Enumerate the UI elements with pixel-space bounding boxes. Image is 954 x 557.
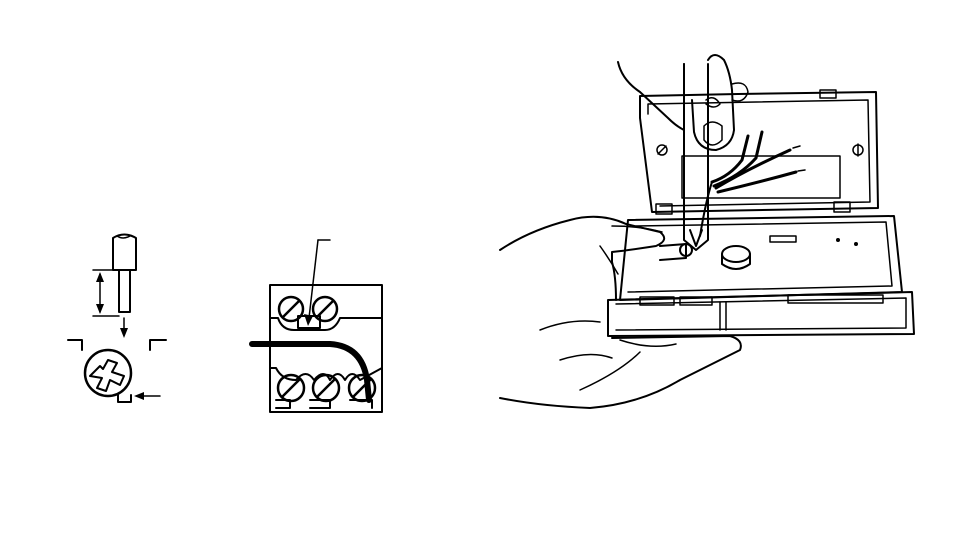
wires-icon	[700, 132, 805, 236]
leader-arrow-icon	[304, 240, 330, 326]
terminal-block-detail	[252, 240, 382, 412]
terminal-bracket	[68, 340, 166, 350]
wiring-installation	[500, 55, 914, 408]
thermostat-base	[608, 216, 914, 336]
screwdriver-icon	[684, 64, 708, 250]
wire-end-icon	[113, 235, 136, 313]
upper-terminal-screws	[270, 297, 382, 330]
lower-hand-icon	[500, 217, 741, 408]
strip-length-dimension-arrow-icon	[93, 270, 119, 316]
downward-arrow-icon	[120, 318, 128, 338]
terminal-screw-icon	[85, 350, 131, 402]
thermostat-base-lid	[640, 90, 878, 214]
wire-strip-detail	[68, 235, 166, 403]
side-arrow-icon	[134, 392, 160, 400]
